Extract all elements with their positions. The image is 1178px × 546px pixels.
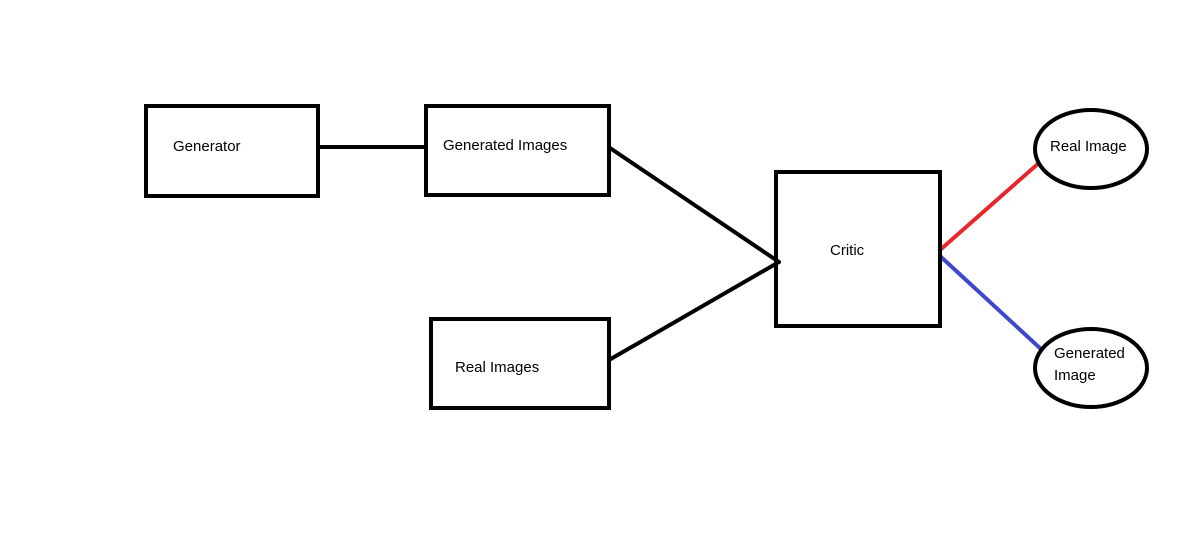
critic-node: Critic xyxy=(774,170,942,328)
generated-images-to-critic-edge xyxy=(608,146,781,264)
critic-to-real-image-edge xyxy=(938,160,1042,252)
generator-label: Generator xyxy=(173,138,241,155)
critic-to-generated-image-edge xyxy=(938,254,1044,352)
generated-images-node: Generated Images xyxy=(424,104,611,197)
generated-image-output-label-line2: Image xyxy=(1054,367,1096,384)
real-images-label: Real Images xyxy=(455,359,539,376)
real-image-output-node: Real Image xyxy=(1033,108,1149,190)
generated-images-label: Generated Images xyxy=(443,137,567,154)
critic-label: Critic xyxy=(830,242,865,259)
real-images-to-critic-edge xyxy=(607,260,781,362)
generated-image-output-node: Generated Image xyxy=(1033,327,1149,409)
generated-image-output-label-line1: Generated xyxy=(1054,345,1125,362)
real-images-node: Real Images xyxy=(429,317,611,410)
real-image-output-label: Real Image xyxy=(1050,138,1127,155)
generator-node: Generator xyxy=(144,104,320,198)
